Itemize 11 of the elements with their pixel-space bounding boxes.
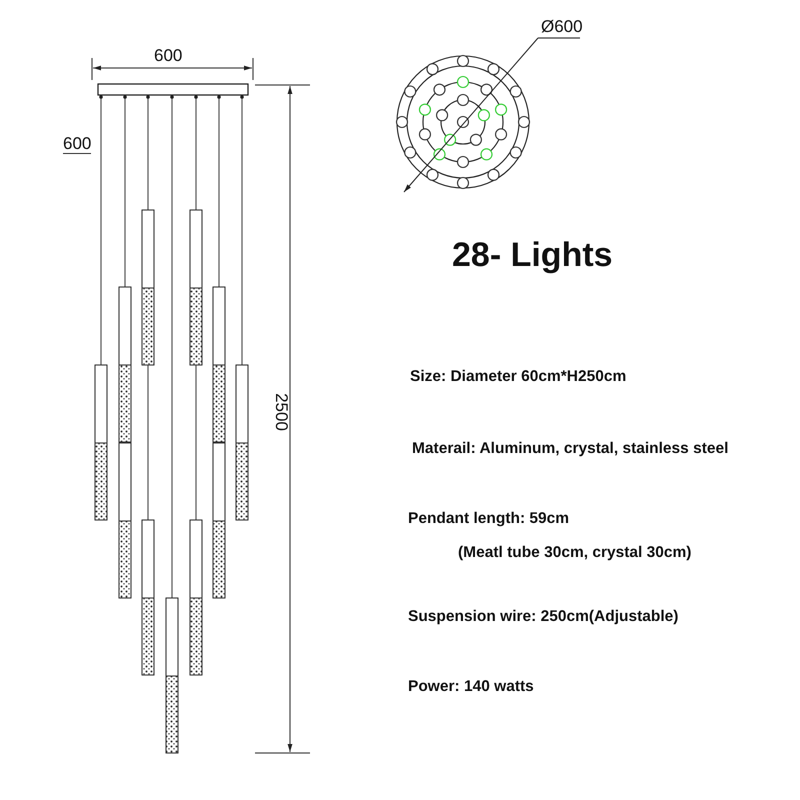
spec-text: (Meatl tube 30cm, crystal 30cm): [458, 544, 692, 562]
spec-text: Pendant length: 59cm: [408, 510, 570, 528]
heading: 28- Lights: [452, 236, 613, 275]
spec-text: Power: 140 watts: [408, 678, 534, 696]
spec-text: Materail: Aluminum, crystal, stainless steel: [412, 440, 728, 458]
spec-text: Suspension wire: 250cm(Adjustable): [408, 608, 678, 626]
dimension-value: 600: [63, 135, 92, 154]
dimension-value: 600: [154, 46, 182, 66]
dimension-value: Ø600: [541, 17, 583, 37]
spec-text: Size: Diameter 60cm*H250cm: [410, 368, 626, 386]
dimension-value: 2500: [270, 393, 291, 431]
